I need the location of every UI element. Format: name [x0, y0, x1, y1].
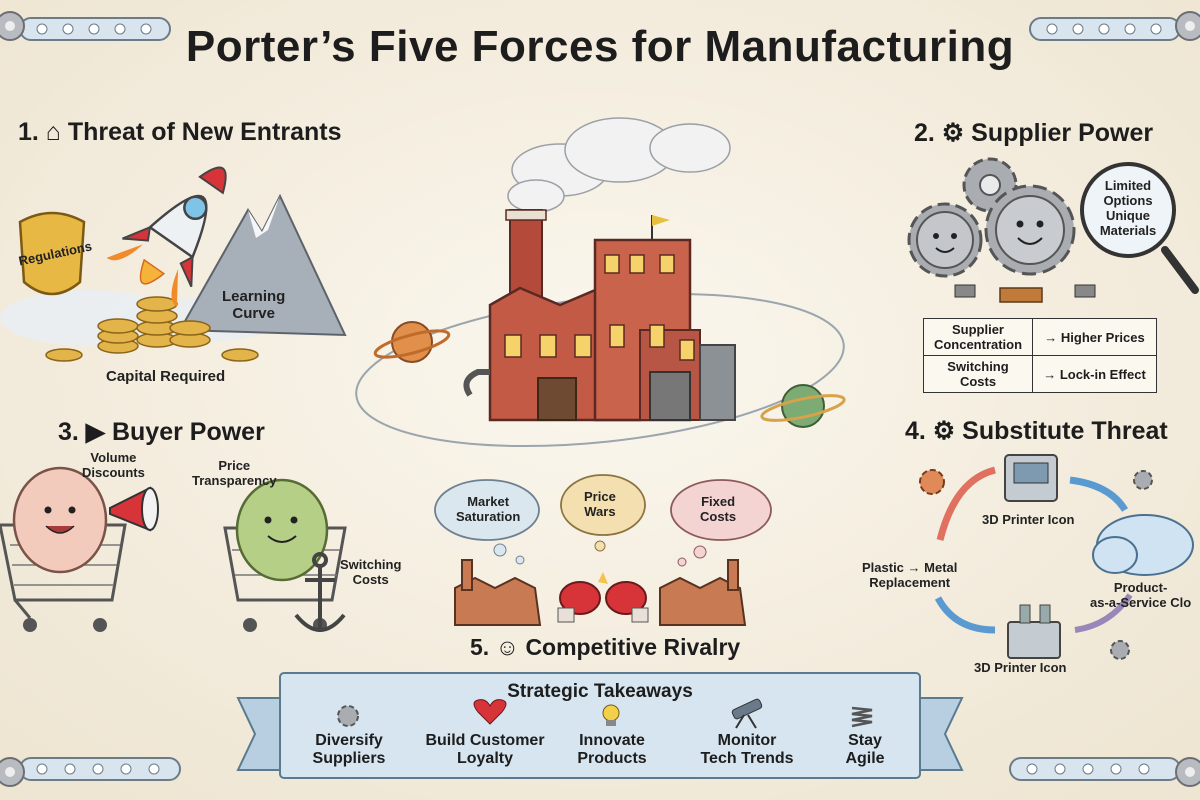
label-capital-required: Capital Required [106, 368, 226, 385]
supplier-table: Supplier Concentration → Higher Prices S… [923, 318, 1157, 393]
gear-icon [984, 184, 1076, 276]
takeaways-ribbon [236, 672, 964, 779]
conveyor-bottom-right [1009, 757, 1200, 787]
shield-icon [18, 211, 86, 296]
rocket-icon [106, 166, 227, 308]
anchor-icon [294, 552, 346, 632]
supplier-illustration [907, 157, 1199, 303]
central-factory-illustration [355, 117, 846, 448]
cycle-arrow [1069, 476, 1129, 512]
table-cell: → Lock-in Effect [1032, 355, 1157, 393]
smoke-cloud-icon [507, 117, 731, 213]
label-switching-costs: Switching Costs [340, 557, 402, 587]
takeaway-diversify-suppliers: Diversify Suppliers [312, 732, 386, 767]
magnifier-text: Limited Options Unique Materials [1099, 178, 1157, 238]
gear-icon [1133, 470, 1153, 490]
buyer-character [12, 466, 108, 574]
label-plastic-metal: Plastic → Metal Replacement [862, 560, 958, 590]
telescope-icon [731, 698, 763, 729]
new-entrants-illustration [0, 166, 347, 362]
takeaway-monitor-trends: Monitor Tech Trends [700, 732, 794, 767]
takeaway-stay-agile: Stay Agile [845, 732, 885, 767]
chimney [509, 209, 543, 301]
heading-competitive-rivalry: 5. ☺ Competitive Rivalry [470, 634, 741, 660]
planet-orange-icon [373, 321, 451, 363]
mountain-snowcap [248, 196, 280, 238]
factory-icon [454, 559, 542, 626]
planet-green-icon [760, 384, 846, 428]
thought-cloud [670, 479, 772, 567]
magnifier-icon [1080, 162, 1199, 294]
takeaways-title: Strategic Takeaways [507, 681, 693, 702]
takeaway-innovate-products: Innovate Products [577, 732, 647, 767]
lightbulb-icon [602, 704, 620, 726]
label-printer-top: 3D Printer Icon [982, 512, 1075, 527]
buyer-illustration [0, 466, 347, 632]
takeaway-build-loyalty: Build Customer Loyalty [425, 732, 545, 767]
heading-substitute-threat: 4. ⚙ Substitute Threat [905, 417, 1168, 445]
factory-icon [659, 559, 747, 626]
heading-buyer-power: 3. ▶ Buyer Power [58, 418, 265, 446]
table-row: Switching Costs → Lock-in Effect [923, 355, 1157, 393]
substitute-illustration [919, 454, 1194, 660]
gear-icon [907, 202, 983, 278]
cycle-arrow [1074, 593, 1133, 633]
megaphone-icon [109, 486, 159, 532]
cloud-market-saturation: Market Saturation [456, 494, 521, 524]
conveyor-top-right [1029, 11, 1200, 41]
buyer-character [235, 478, 329, 582]
table-cell: Supplier Concentration [923, 318, 1033, 356]
label-printer-bottom: 3D Printer Icon [974, 660, 1067, 675]
cloud-price-wars: Price Wars [584, 489, 616, 519]
gear-icon [919, 469, 945, 495]
conveyor-bottom-left [0, 757, 181, 787]
label-learning-curve: Learning Curve [222, 288, 286, 322]
cloud-fixed-costs: Fixed Costs [700, 494, 737, 524]
gear-icon [1110, 640, 1130, 660]
printer-3d-icon [1007, 621, 1061, 659]
cycle-arrow [936, 466, 996, 541]
thought-cloud [434, 479, 540, 565]
coins-icon [45, 296, 259, 362]
conveyor-top-left [0, 11, 171, 41]
table-row: Supplier Concentration → Higher Prices [923, 318, 1157, 356]
factory-windows [504, 254, 695, 361]
boxing-gloves-icon [557, 572, 649, 623]
thought-cloud [560, 474, 646, 552]
cycle-arrow [934, 596, 996, 634]
label-product-as-service: Product- as-a-Service Clo [1090, 580, 1192, 610]
cloud-icon [1092, 514, 1194, 576]
label-price-transparency: Price Transparency [192, 458, 277, 488]
heart-icon [473, 699, 507, 725]
table-cell: Switching Costs [923, 355, 1033, 393]
table-cell: → Higher Prices [1032, 318, 1157, 356]
heading-new-entrants: 1. ⌂ Threat of New Entrants [18, 118, 342, 146]
label-volume-discounts: Volume Discounts [82, 450, 145, 480]
gear-icon [337, 705, 359, 727]
heading-supplier-power: 2. ⚙ Supplier Power [914, 119, 1154, 147]
page-title: Porter’s Five Forces for Manufacturing [185, 22, 1015, 71]
spring-icon [851, 706, 873, 728]
rivalry-illustration [434, 474, 772, 626]
